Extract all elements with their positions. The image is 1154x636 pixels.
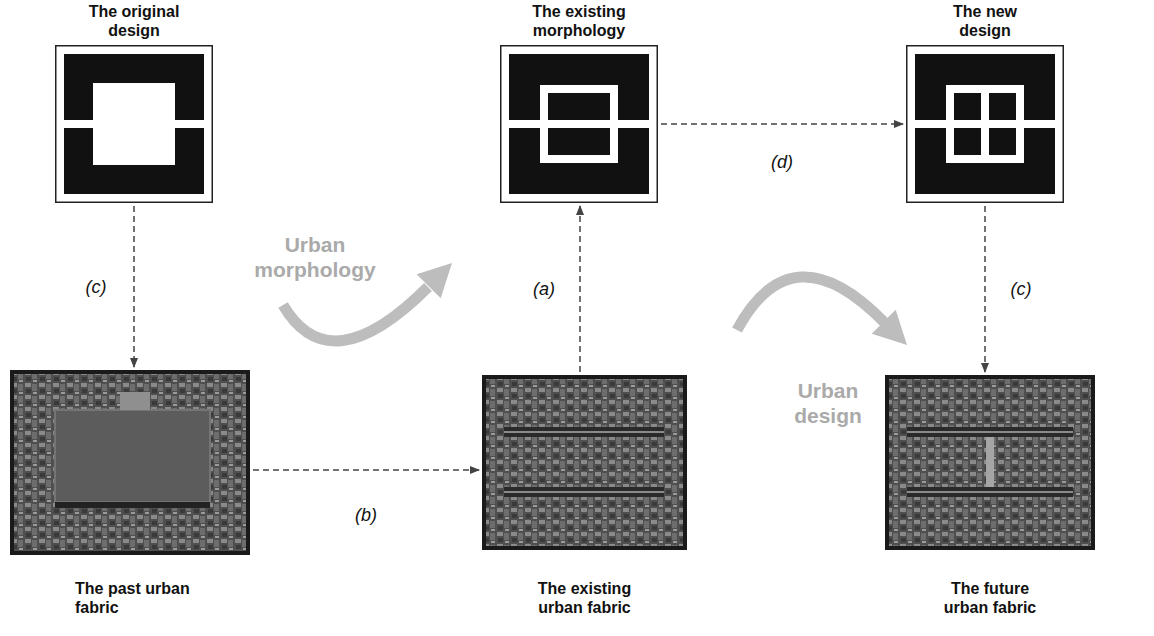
dashed-arrow xyxy=(253,469,479,471)
photo-node: The future urban fabric xyxy=(885,375,1095,617)
panel-title: The existing morphology xyxy=(522,2,637,40)
dashed-arrow xyxy=(661,123,903,125)
panel-title: The original design xyxy=(77,2,192,40)
dashed-arrow xyxy=(984,206,986,372)
panel-title: The new design xyxy=(928,2,1043,40)
figure-slot xyxy=(10,370,250,555)
schematic-new xyxy=(907,46,1064,203)
aerial-photo-existing xyxy=(482,375,687,550)
schematic-node: The original design xyxy=(55,2,213,203)
figure-slot xyxy=(906,45,1064,203)
edge-label: (b) xyxy=(352,504,380,526)
dashed-arrow xyxy=(579,206,581,372)
aerial-photo-past xyxy=(10,370,250,555)
process-label: Urban design xyxy=(783,378,873,428)
edge-label: (c) xyxy=(1008,278,1035,300)
figure-slot xyxy=(885,375,1095,550)
panel-caption: The past urban fabric xyxy=(75,579,190,617)
schematic-node: The new design xyxy=(906,2,1064,203)
edge-label: (c) xyxy=(83,276,110,298)
figure-slot xyxy=(482,375,687,550)
figure-slot xyxy=(500,45,658,203)
dashed-arrow xyxy=(133,206,135,367)
curved-arrow-design xyxy=(737,277,907,345)
photo-node: The existing urban fabric xyxy=(482,375,687,617)
figure-slot xyxy=(55,45,213,203)
schematic-original xyxy=(56,46,213,203)
panel-caption: The existing urban fabric xyxy=(527,579,642,617)
schematic-node: The existing morphology xyxy=(500,2,658,203)
aerial-photo-future xyxy=(885,375,1095,550)
edge-label: (d) xyxy=(768,151,796,173)
panel-caption: The future urban fabric xyxy=(933,579,1048,617)
schematic-existing xyxy=(501,46,658,203)
edge-label: (a) xyxy=(530,278,558,300)
process-label: Urban morphology xyxy=(245,232,385,282)
photo-node: The past urban fabric xyxy=(10,370,250,617)
